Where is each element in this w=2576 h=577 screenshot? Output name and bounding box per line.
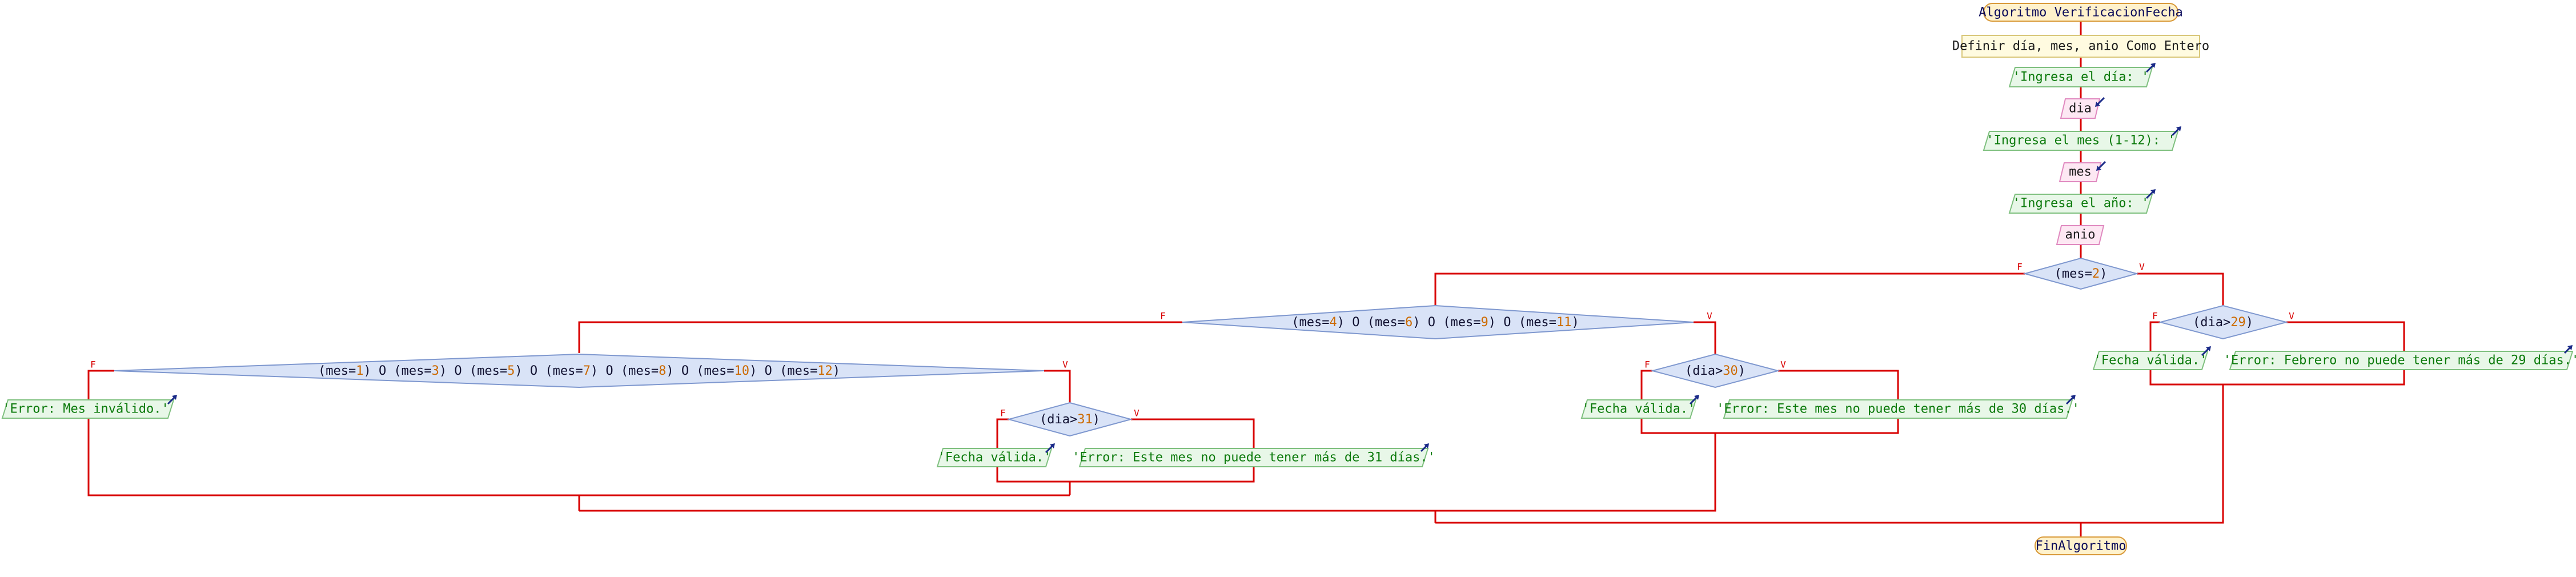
flag-false: F	[90, 359, 96, 370]
output-arrow-icon	[2145, 63, 2156, 73]
end-terminator: FinAlgoritmo	[2035, 536, 2127, 555]
start-terminator: Algoritmo VerificacionFecha	[1979, 3, 2183, 22]
define-process: Definir día, mes, anio Como Entero	[1952, 35, 2209, 58]
flow-lines	[87, 21, 2405, 537]
input-read-dia: dia	[2060, 97, 2105, 119]
end-label: FinAlgoritmo	[2036, 539, 2126, 554]
output-arrow-icon	[2065, 395, 2076, 405]
decision-dia-31-label: (dia>31)	[1040, 412, 1100, 427]
decision-dia-29: (dia>29) F V	[2152, 304, 2294, 340]
output-arrow-icon	[2201, 346, 2211, 356]
output-valid-feb: 'Fecha válida.'	[2092, 346, 2211, 370]
flag-false: F	[2017, 262, 2023, 273]
error-feb-label: 'Error: Febrero no puede tener más de 29…	[2224, 354, 2576, 368]
output-error-feb: 'Error: Febrero no puede tener más de 29…	[2224, 345, 2576, 370]
flag-true: V	[2139, 262, 2145, 273]
decision-dia-29-label: (dia>29)	[2193, 315, 2253, 330]
error-31-label: 'Error: Este mes no puede tener más de 3…	[1072, 451, 1435, 465]
decision-mes-30-label: (mes=4) O (mes=6) O (mes=9) O (mes=11)	[1291, 315, 1579, 330]
define-label: Definir día, mes, anio Como Entero	[1952, 39, 2209, 54]
flag-false: F	[1000, 408, 1006, 419]
prompt-dia-label: 'Ingresa el día: '	[2013, 70, 2149, 85]
output-arrow-icon	[1420, 443, 1429, 452]
output-arrow-icon	[2145, 189, 2156, 199]
decision-mes-31-days: (mes=1) O (mes=3) O (mes=5) O (mes=7) O …	[90, 353, 1068, 388]
decision-mes-feb-label: (mes=2)	[2055, 267, 2108, 281]
decision-mes-31-label: (mes=1) O (mes=3) O (mes=5) O (mes=7) O …	[318, 364, 840, 378]
input-read-anio: anio	[2056, 225, 2105, 245]
output-prompt-mes: 'Ingresa el mes (1-12): '	[1983, 126, 2181, 151]
output-valid-30: 'Fecha válida.'	[1580, 395, 1699, 419]
start-label: Algoritmo VerificacionFecha	[1979, 6, 2183, 20]
prompt-anio-label: 'Ingresa el año: '	[2013, 197, 2149, 211]
flag-true: V	[1707, 311, 1712, 322]
prompt-mes-label: 'Ingresa el mes (1-12): '	[1986, 134, 2175, 148]
input-read-mes: mes	[2059, 161, 2106, 182]
decision-dia-30-label: (dia>30)	[1685, 364, 1746, 378]
output-prompt-dia: 'Ingresa el día: '	[2008, 63, 2156, 87]
input-arrow-icon	[2096, 161, 2106, 171]
read-dia-label: dia	[2069, 102, 2092, 116]
decision-mes-30-days: (mes=4) O (mes=6) O (mes=9) O (mes=11) F…	[1160, 304, 1712, 340]
output-arrow-icon	[2171, 126, 2181, 137]
flag-false: F	[1160, 311, 1166, 322]
output-arrow-icon	[2563, 345, 2573, 354]
valid-31-label: 'Fecha válida.'	[938, 451, 1052, 465]
flag-true: V	[1780, 359, 1786, 370]
decision-dia-30: (dia>30) F V	[1644, 353, 1786, 388]
output-error-31: 'Error: Este mes no puede tener más de 3…	[1072, 443, 1435, 467]
decision-dia-31: (dia>31) F V	[1000, 402, 1139, 437]
error-mes-label: 'Error: Mes inválido.'	[2, 402, 168, 416]
decision-mes-feb: (mes=2) F V	[2017, 257, 2145, 290]
error-30-label: 'Error: Este mes no puede tener más de 3…	[1716, 402, 2080, 416]
output-error-30: 'Error: Este mes no puede tener más de 3…	[1716, 395, 2080, 419]
output-prompt-anio: 'Ingresa el año: '	[2008, 189, 2156, 214]
valid-30-label: 'Fecha válida.'	[1582, 402, 1696, 416]
read-mes-label: mes	[2069, 165, 2092, 179]
flag-true: V	[2289, 311, 2294, 322]
read-anio-label: anio	[2065, 228, 2096, 242]
input-arrow-icon	[2095, 97, 2105, 107]
output-arrow-icon	[1045, 443, 1055, 454]
flag-false: F	[1644, 359, 1650, 370]
flag-true: V	[1134, 408, 1139, 419]
output-valid-31: 'Fecha válida.'	[936, 443, 1055, 467]
valid-feb-label: 'Fecha válida.'	[2094, 354, 2208, 368]
flag-true: V	[1062, 359, 1068, 370]
output-arrow-icon	[167, 395, 177, 405]
flag-false: F	[2152, 311, 2158, 322]
output-arrow-icon	[1689, 395, 1699, 405]
output-error-mes: 'Error: Mes inválido.'	[1, 395, 177, 419]
